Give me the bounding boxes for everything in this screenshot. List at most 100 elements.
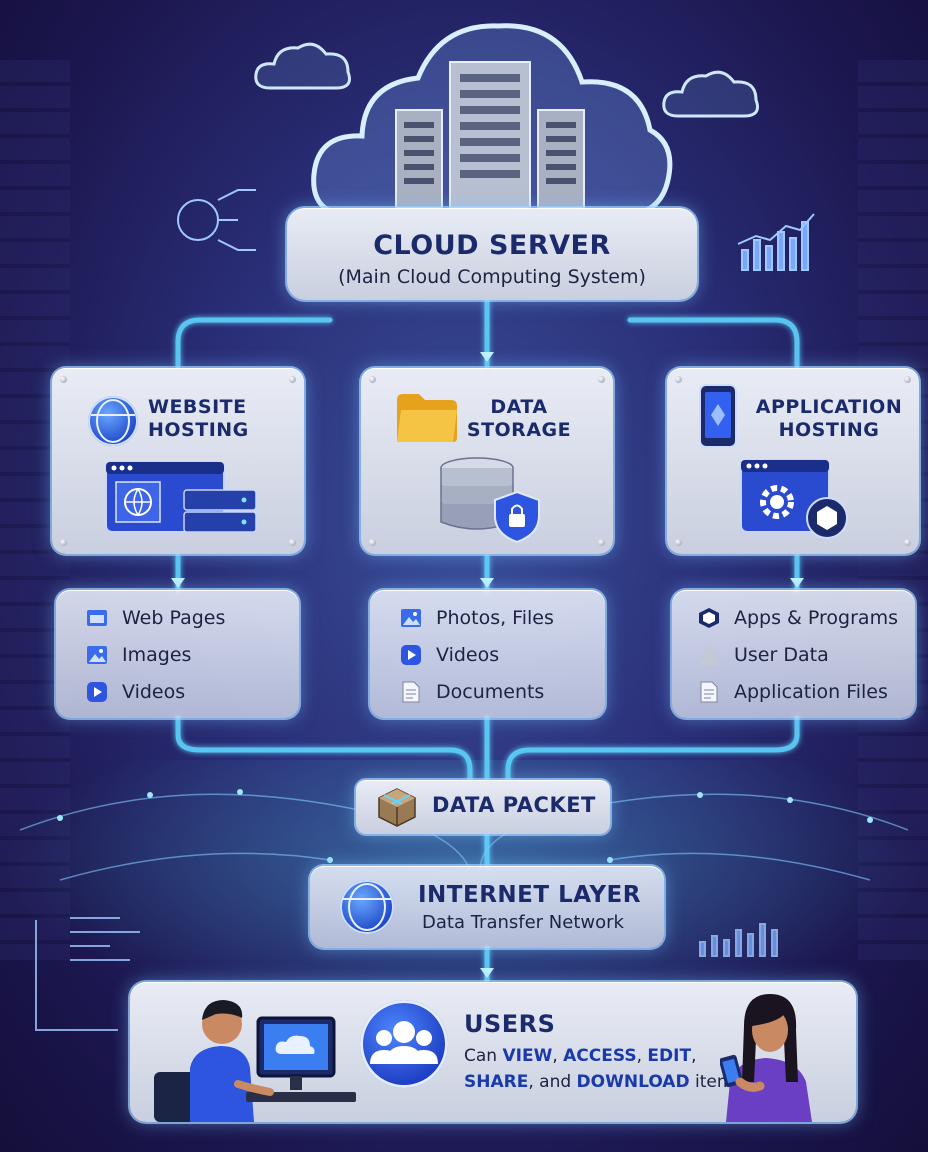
data-packet-cube-icon xyxy=(378,788,416,827)
action-edit: EDIT xyxy=(647,1046,692,1066)
cloud-server-title: CLOUD SERVER xyxy=(373,230,611,261)
folder-icon xyxy=(397,394,457,442)
browser-server-icon xyxy=(105,461,257,533)
list-item: Web Pages xyxy=(86,603,225,633)
network-node xyxy=(697,792,703,798)
list-item-label: Documents xyxy=(436,681,545,703)
network-node xyxy=(147,792,153,798)
users-description-line2: SHARE, and DOWNLOAD items. xyxy=(464,1072,748,1092)
bar-chart-decoration-right xyxy=(737,213,815,271)
document-icon xyxy=(400,681,422,703)
wire-web-to-packet xyxy=(175,715,473,785)
arrow-data-down xyxy=(480,352,494,362)
play-video-icon xyxy=(86,681,108,703)
woman-with-phone-illustration xyxy=(720,994,812,1122)
users-text: , xyxy=(552,1046,564,1066)
list-item: Apps & Programs xyxy=(698,603,898,633)
network-arc-right xyxy=(479,793,909,871)
data-packet-panel: DATA PACKET xyxy=(356,780,610,834)
bar-chart-decoration-lower xyxy=(699,923,778,957)
status-sliders-decoration xyxy=(35,917,140,1031)
list-item: Documents xyxy=(400,677,544,707)
list-item: User Data xyxy=(698,640,829,670)
data-storage-title-line2: STORAGE xyxy=(466,419,572,441)
browser-window-icon xyxy=(86,607,108,629)
image-icon xyxy=(400,607,422,629)
play-video-icon xyxy=(400,644,422,666)
cloud-server-subtitle: (Main Cloud Computing System) xyxy=(338,266,646,288)
application-hosting-card: APPLICATION HOSTING xyxy=(667,368,919,554)
application-hosting-title-line1: APPLICATION xyxy=(755,396,903,418)
smartphone-icon xyxy=(699,384,737,448)
network-node xyxy=(237,789,243,795)
network-node xyxy=(607,857,613,863)
list-item: Videos xyxy=(400,640,499,670)
document-icon xyxy=(698,681,720,703)
database-gauge-decoration xyxy=(177,189,256,251)
arrow-web-list-down xyxy=(171,578,185,588)
data-storage-card: DATA STORAGE xyxy=(361,368,613,554)
cloud-server-panel: CLOUD SERVER (Main Cloud Computing Syste… xyxy=(287,208,697,300)
internet-layer-subtitle: Data Transfer Network xyxy=(422,912,624,933)
globe-icon xyxy=(340,880,394,934)
website-hosting-card: WEBSITE HOSTING xyxy=(52,368,304,554)
network-arc-left xyxy=(19,793,471,871)
network-node xyxy=(57,815,63,821)
list-item-label: User Data xyxy=(734,644,829,666)
server-tower-icon xyxy=(449,61,531,209)
list-item-label: Apps & Programs xyxy=(734,607,898,629)
app-window-gear-icon xyxy=(740,459,848,539)
arrow-data-list-down xyxy=(480,578,494,588)
network-arc-left-2 xyxy=(59,852,331,881)
list-item: Videos xyxy=(86,677,185,707)
action-view: VIEW xyxy=(502,1046,553,1066)
users-description-line1: Can VIEW, ACCESS, EDIT, xyxy=(464,1046,696,1066)
users-text: , xyxy=(636,1046,648,1066)
network-node xyxy=(867,817,873,823)
action-access: ACCESS xyxy=(563,1046,637,1066)
website-content-list: Web Pages Images Videos xyxy=(56,590,299,718)
globe-icon xyxy=(88,396,138,446)
users-text: , and xyxy=(528,1072,577,1092)
list-item: Images xyxy=(86,640,191,670)
list-item: Photos, Files xyxy=(400,603,554,633)
server-tower-right-icon xyxy=(537,109,585,209)
cloud-server-illustration xyxy=(311,23,673,219)
network-node xyxy=(327,857,333,863)
arrow-app-list-down xyxy=(790,578,804,588)
wire-server-to-app xyxy=(627,317,800,369)
list-item-label: Photos, Files xyxy=(436,607,554,629)
application-content-list: Apps & Programs User Data Application Fi… xyxy=(672,590,915,718)
list-item-label: Images xyxy=(122,644,192,666)
network-arc-right-2 xyxy=(609,852,871,881)
list-item: Application Files xyxy=(698,677,888,707)
website-hosting-title-line2: HOSTING xyxy=(148,419,249,441)
internet-layer-title: INTERNET LAYER xyxy=(418,882,641,908)
action-share: SHARE xyxy=(464,1072,529,1092)
list-item-label: Application Files xyxy=(734,681,888,703)
list-item-label: Videos xyxy=(122,681,186,703)
data-packet-label: DATA PACKET xyxy=(432,793,596,817)
data-storage-title-line1: DATA xyxy=(490,396,548,418)
user-icon xyxy=(698,644,720,666)
network-node xyxy=(787,797,793,803)
users-text: , xyxy=(691,1046,697,1066)
storage-content-list: Photos, Files Videos Documents xyxy=(370,590,605,718)
man-at-computer-illustration xyxy=(154,1000,356,1122)
server-tower-left-icon xyxy=(395,109,443,209)
users-text: Can xyxy=(464,1046,503,1066)
list-item-label: Videos xyxy=(436,644,500,666)
database-lock-icon xyxy=(440,457,540,544)
action-download: DOWNLOAD xyxy=(576,1072,690,1092)
users-group-icon xyxy=(360,1000,448,1088)
internet-layer-panel: INTERNET LAYER Data Transfer Network xyxy=(310,866,664,948)
wire-app-to-packet xyxy=(505,715,800,785)
image-icon xyxy=(86,644,108,666)
cloud-icon-left xyxy=(254,42,351,90)
application-hosting-title-line2: HOSTING xyxy=(778,419,880,441)
users-panel: USERS Can VIEW, ACCESS, EDIT, SHARE, and… xyxy=(130,982,856,1122)
arrow-users-down xyxy=(480,968,494,978)
list-item-label: Web Pages xyxy=(122,607,226,629)
cube-icon xyxy=(698,607,720,629)
users-title: USERS xyxy=(464,1010,556,1038)
